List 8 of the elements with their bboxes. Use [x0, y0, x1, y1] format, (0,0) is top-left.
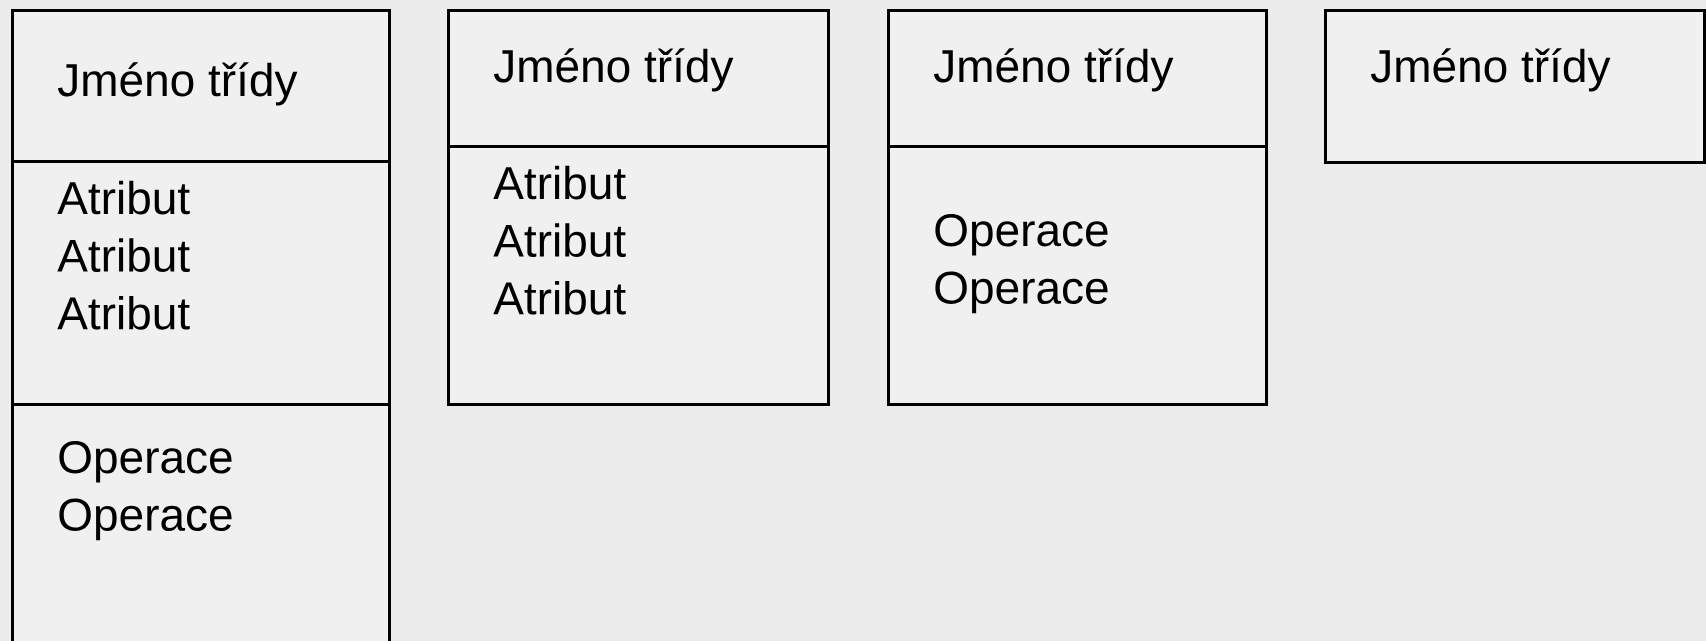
name-compartment: Jméno třídy: [11, 9, 391, 163]
name-compartment: Jméno třídy: [1324, 9, 1706, 164]
operation-compartment: Operace Operace: [887, 145, 1268, 406]
attribute-compartment: Atribut Atribut Atribut: [11, 160, 391, 406]
name-compartment: Jméno třídy: [447, 9, 830, 148]
attribute-compartment: Atribut Atribut Atribut: [447, 145, 830, 406]
operation-compartment: Operace Operace: [11, 403, 391, 641]
name-compartment: Jméno třídy: [887, 9, 1268, 148]
